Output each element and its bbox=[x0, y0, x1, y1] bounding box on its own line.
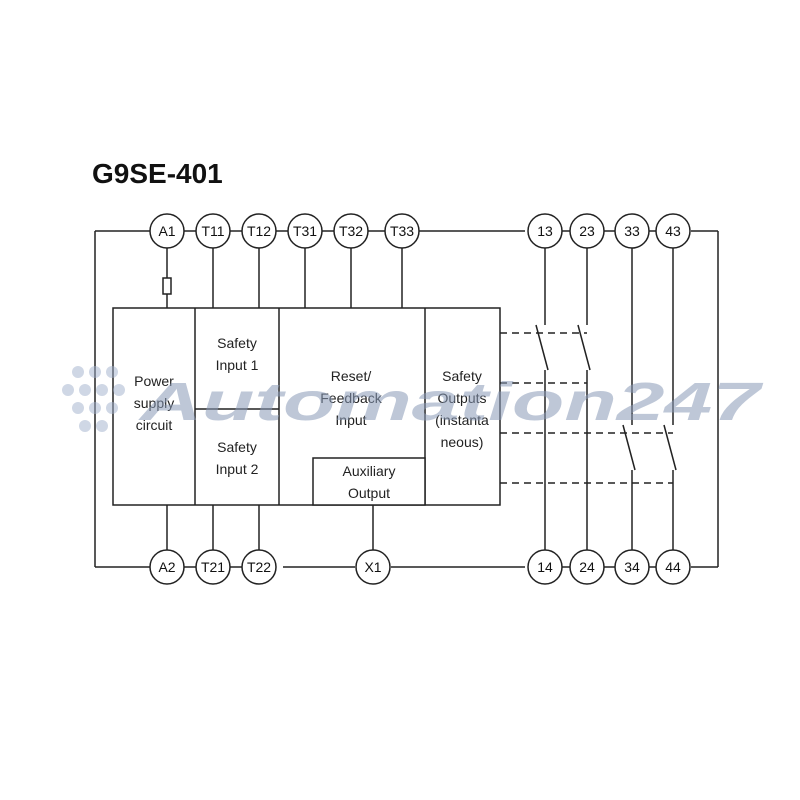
svg-text:T21: T21 bbox=[201, 559, 225, 575]
terminal-t33: T33 bbox=[384, 213, 420, 249]
safety-outputs-label: Safety Outputs (instanta neous) bbox=[435, 368, 489, 450]
auxiliary-output-label: Auxiliary Output bbox=[343, 463, 396, 501]
svg-text:Safety: Safety bbox=[217, 439, 257, 455]
svg-text:T11: T11 bbox=[201, 223, 224, 239]
outer-wiring bbox=[94, 230, 719, 568]
safety-input-1-label: Safety Input 1 bbox=[216, 335, 259, 373]
svg-text:A1: A1 bbox=[158, 223, 175, 239]
relay-internal-block bbox=[112, 307, 501, 506]
reset-feedback-label: Reset/ Feedback Input bbox=[320, 368, 382, 428]
svg-text:Feedback: Feedback bbox=[320, 390, 382, 406]
terminal-t21: T21 bbox=[195, 549, 231, 585]
svg-text:A2: A2 bbox=[158, 559, 175, 575]
svg-text:Outputs: Outputs bbox=[437, 390, 486, 406]
svg-text:43: 43 bbox=[665, 223, 681, 239]
svg-text:24: 24 bbox=[579, 559, 595, 575]
diagram-title: G9SE-401 bbox=[92, 158, 223, 189]
terminal-33: 33 bbox=[614, 213, 650, 249]
svg-text:23: 23 bbox=[579, 223, 595, 239]
svg-text:neous): neous) bbox=[441, 434, 484, 450]
svg-text:T31: T31 bbox=[293, 223, 317, 239]
svg-text:Input: Input bbox=[335, 412, 366, 428]
svg-text:14: 14 bbox=[537, 559, 553, 575]
terminal-leads bbox=[162, 248, 403, 550]
terminal-t12: T12 bbox=[241, 213, 277, 249]
svg-text:Output: Output bbox=[348, 485, 390, 501]
svg-text:T33: T33 bbox=[390, 223, 414, 239]
svg-text:(instanta: (instanta bbox=[435, 412, 489, 428]
terminal-a2: A2 bbox=[149, 549, 185, 585]
top-terminals: A1 T11 T12 T31 T32 T33 13 23 33 43 bbox=[149, 213, 691, 249]
terminal-t31: T31 bbox=[287, 213, 323, 249]
terminal-24: 24 bbox=[569, 549, 605, 585]
power-supply-label: Power supply circuit bbox=[134, 373, 174, 433]
terminal-44: 44 bbox=[655, 549, 691, 585]
terminal-13: 13 bbox=[527, 213, 563, 249]
watermark-logo: Automation247 bbox=[62, 366, 765, 432]
svg-text:T32: T32 bbox=[339, 223, 363, 239]
watermark-text: Automation247 bbox=[137, 372, 765, 432]
svg-text:T12: T12 bbox=[247, 223, 271, 239]
svg-text:33: 33 bbox=[624, 223, 640, 239]
terminal-t22: T22 bbox=[241, 549, 277, 585]
terminal-23: 23 bbox=[569, 213, 605, 249]
relay-contacts bbox=[500, 248, 677, 550]
safety-input-2-label: Safety Input 2 bbox=[216, 439, 259, 477]
svg-text:Input 1: Input 1 bbox=[216, 357, 259, 373]
bottom-terminals: A2 T21 T22 X1 14 24 34 44 bbox=[149, 549, 691, 585]
terminal-34: 34 bbox=[614, 549, 650, 585]
svg-text:Safety: Safety bbox=[442, 368, 482, 384]
svg-text:Reset/: Reset/ bbox=[331, 368, 372, 384]
terminal-43: 43 bbox=[655, 213, 691, 249]
svg-text:Power: Power bbox=[134, 373, 174, 389]
svg-text:supply: supply bbox=[134, 395, 174, 411]
terminal-x1: X1 bbox=[355, 549, 391, 585]
svg-text:circuit: circuit bbox=[136, 417, 173, 433]
svg-text:Auxiliary: Auxiliary bbox=[343, 463, 396, 479]
svg-text:X1: X1 bbox=[364, 559, 381, 575]
svg-text:Input 2: Input 2 bbox=[216, 461, 259, 477]
svg-text:Safety: Safety bbox=[217, 335, 257, 351]
auxiliary-output-box bbox=[312, 457, 426, 506]
svg-text:T22: T22 bbox=[247, 559, 271, 575]
svg-text:34: 34 bbox=[624, 559, 640, 575]
terminal-14: 14 bbox=[527, 549, 563, 585]
terminal-t11: T11 bbox=[195, 213, 231, 249]
terminal-t32: T32 bbox=[333, 213, 369, 249]
fuse-symbol bbox=[162, 277, 172, 295]
terminal-a1: A1 bbox=[149, 213, 185, 249]
svg-text:44: 44 bbox=[665, 559, 681, 575]
svg-text:13: 13 bbox=[537, 223, 553, 239]
